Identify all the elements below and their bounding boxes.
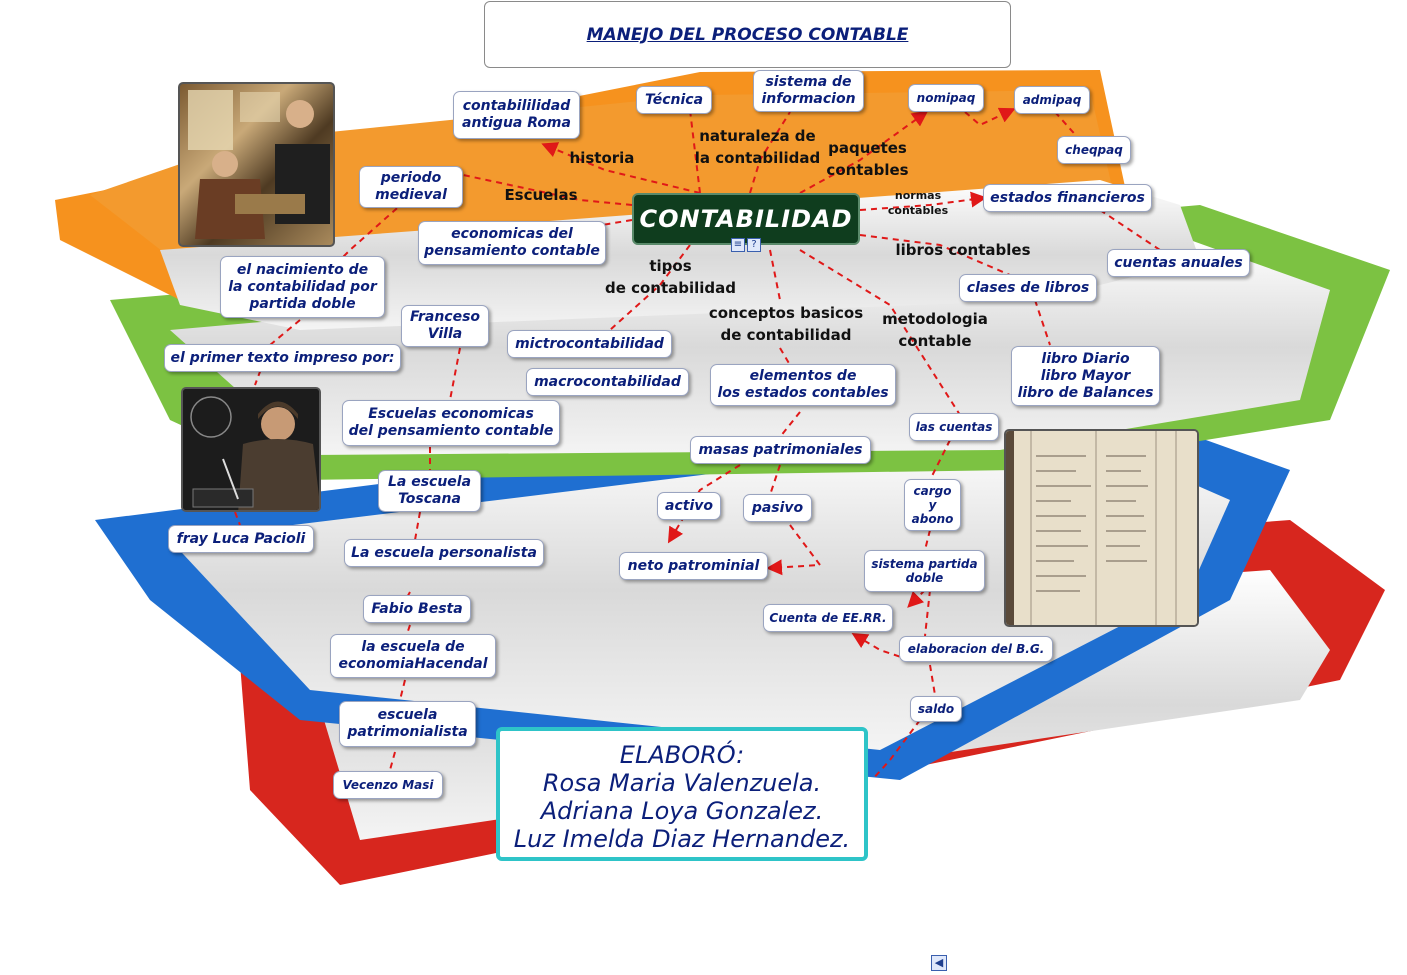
note-icon[interactable]: ≡ [731, 238, 745, 252]
credits-box: ELABORÓ: Rosa Maria Valenzuela. Adriana … [496, 727, 868, 861]
node-primer-texto[interactable]: el primer texto impreso por: [164, 344, 401, 372]
label-libros: libros contables [888, 239, 1038, 261]
credits-author-3: Luz Imelda Diaz Hernandez. [500, 825, 864, 853]
node-saldo[interactable]: saldo [910, 696, 962, 722]
credits-heading: ELABORÓ: [500, 741, 864, 769]
label-naturaleza: naturaleza de la contabilidad [685, 125, 830, 169]
node-escuela-hacendal[interactable]: la escuela de economiaHacendal [330, 634, 496, 678]
label-metodologia: metodologia contable [874, 308, 996, 352]
label-escuelas: Escuelas [496, 184, 586, 206]
node-masas-patrimoniales[interactable]: masas patrimoniales [690, 436, 871, 464]
node-sistema-partida-doble[interactable]: sistema partida doble [864, 550, 985, 592]
node-activo[interactable]: activo [657, 492, 721, 520]
accounting-painting-image [178, 82, 335, 247]
node-escuela-personalista[interactable]: La escuela personalista [344, 539, 544, 567]
node-elementos-estados[interactable]: elementos de los estados contables [710, 364, 896, 406]
node-nacimiento-partida-doble[interactable]: el nacimiento de la contabilidad por par… [220, 256, 385, 318]
speaker-icon[interactable]: ◀ [931, 955, 947, 971]
help-icon[interactable]: ? [747, 238, 761, 252]
node-cuenta-eerr[interactable]: Cuenta de EE.RR. [763, 604, 893, 632]
node-escuela-patrimonialista[interactable]: escuela patrimonialista [339, 701, 476, 747]
node-fray-luca-pacioli[interactable]: fray Luca Pacioli [168, 525, 314, 553]
label-conceptos: conceptos basicos de contabilidad [700, 302, 872, 346]
node-neto-patrimonial[interactable]: neto patrominial [619, 552, 768, 580]
node-admipaq[interactable]: admipaq [1014, 86, 1090, 114]
node-microcontabilidad[interactable]: mictrocontabilidad [507, 330, 672, 358]
label-historia: historia [560, 147, 644, 169]
node-roma[interactable]: contabililidad antigua Roma [453, 91, 580, 139]
label-normas: normas contables [878, 188, 958, 218]
title-box: MANEJO DEL PROCESO CONTABLE [484, 1, 1011, 68]
node-fabio-besta[interactable]: Fabio Besta [363, 595, 471, 623]
node-sistema-informacion[interactable]: sistema de informacion [753, 70, 864, 112]
central-topic-contabilidad[interactable]: CONTABILIDAD [632, 193, 860, 245]
node-periodo-medieval[interactable]: periodo medieval [359, 166, 463, 208]
label-tipos: tipos de contabilidad [598, 255, 743, 299]
node-cuentas-anuales[interactable]: cuentas anuales [1107, 249, 1250, 277]
node-escuela-toscana[interactable]: La escuela Toscana [378, 470, 481, 512]
node-las-cuentas[interactable]: las cuentas [909, 413, 999, 441]
node-nomipaq[interactable]: nomipaq [908, 84, 984, 112]
node-economicas-pensamiento[interactable]: economicas del pensamiento contable [418, 221, 606, 265]
node-libros-list[interactable]: libro Diario libro Mayor libro de Balanc… [1011, 346, 1160, 406]
ledger-book-image [1004, 429, 1199, 627]
node-cheqpaq[interactable]: cheqpaq [1057, 136, 1131, 164]
node-vecenzo-masi[interactable]: Vecenzo Masi [333, 771, 443, 799]
node-tecnica[interactable]: Técnica [636, 86, 712, 114]
node-estados-financieros[interactable]: estados financieros [983, 184, 1152, 212]
node-franceso-villa[interactable]: Franceso Villa [401, 305, 489, 347]
node-clases-libros[interactable]: clases de libros [959, 274, 1097, 302]
pacioli-portrait-image [181, 387, 321, 512]
credits-author-1: Rosa Maria Valenzuela. [500, 769, 864, 797]
node-cargo-abono[interactable]: cargo y abono [904, 479, 961, 531]
node-macrocontabilidad[interactable]: macrocontabilidad [526, 368, 689, 396]
credits-author-2: Adriana Loya Gonzalez. [500, 797, 864, 825]
node-escuelas-economicas[interactable]: Escuelas economicas del pensamiento cont… [342, 400, 560, 446]
label-paquetes: paquetes contables [815, 137, 920, 181]
node-pasivo[interactable]: pasivo [743, 494, 812, 522]
page-title: MANEJO DEL PROCESO CONTABLE [587, 25, 909, 45]
node-elaboracion-bg[interactable]: elaboracion del B.G. [899, 636, 1053, 662]
